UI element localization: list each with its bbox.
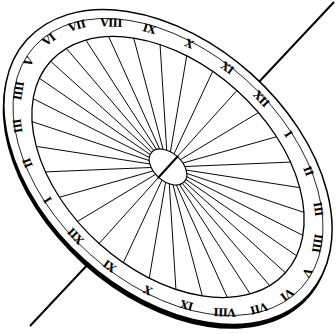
hour-spoke bbox=[154, 71, 232, 154]
hour-numeral: III bbox=[311, 201, 324, 216]
hour-spoke bbox=[186, 167, 297, 269]
gnomon-center bbox=[158, 156, 178, 178]
hour-numeral: VIII bbox=[100, 17, 122, 29]
hour-numeral: IX bbox=[142, 22, 157, 36]
hour-numeral: III bbox=[12, 118, 25, 133]
hour-spoke bbox=[76, 37, 193, 149]
hour-spoke bbox=[63, 40, 179, 149]
hour-spoke bbox=[132, 56, 226, 152]
hour-spoke bbox=[99, 177, 159, 243]
hour-spoke bbox=[185, 112, 291, 218]
hour-spoke bbox=[45, 117, 151, 223]
hour-spoke bbox=[92, 38, 206, 149]
dial-hub bbox=[142, 142, 193, 192]
hour-spoke bbox=[171, 183, 282, 285]
hour-spoke bbox=[143, 185, 260, 297]
hour-spoke bbox=[183, 102, 277, 198]
hour-spoke bbox=[55, 48, 166, 150]
hour-spoke bbox=[177, 90, 237, 156]
hour-spoke bbox=[131, 185, 245, 296]
hour-spoke bbox=[157, 185, 273, 294]
hour-spoke bbox=[184, 182, 285, 273]
hour-spoke bbox=[111, 182, 205, 278]
hour-spoke bbox=[59, 136, 153, 232]
hour-numeral: IIII bbox=[12, 81, 26, 101]
hour-spoke bbox=[39, 65, 150, 167]
hour-spoke bbox=[32, 85, 149, 197]
hour-spoke bbox=[104, 180, 182, 263]
hour-spoke bbox=[33, 73, 149, 182]
hour-numeral: VIII bbox=[214, 306, 236, 318]
hour-numeral: IIII bbox=[310, 233, 324, 253]
hour-spoke bbox=[51, 61, 152, 152]
hour-spoke bbox=[187, 151, 303, 260]
hour-spoke bbox=[187, 137, 304, 249]
